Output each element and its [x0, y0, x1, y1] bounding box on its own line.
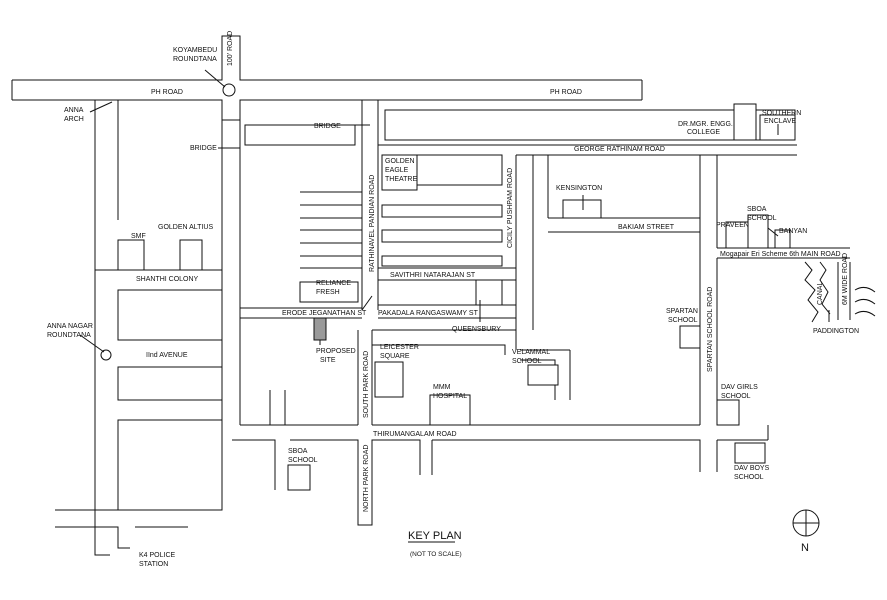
- canal-label: CANAL: [817, 282, 824, 305]
- golden-eagle-label-1: GOLDEN: [385, 158, 415, 165]
- koyambedu-label-1: KOYAMBEDU: [173, 47, 217, 54]
- smf-label: SMF: [131, 233, 146, 240]
- k4-police-label-2: STATION: [139, 561, 168, 568]
- rathinavel-road-label: RATHINAVEL PANDIAN ROAD: [369, 175, 376, 272]
- spartan-school-label-2: SCHOOL: [668, 317, 698, 324]
- sboa-top-label-1: SBOA: [747, 206, 767, 213]
- koyambedu-roundabout: [222, 83, 236, 97]
- canal: [804, 261, 876, 323]
- savithri-st-label: SAVITHRI NATARAJAN ST: [390, 272, 476, 279]
- dav-boys-label-2: SCHOOL: [734, 474, 764, 481]
- page-subtitle: (NOT TO SCALE): [410, 551, 462, 558]
- thirumangalam-label: THIRUMANGALAM ROAD: [373, 431, 457, 438]
- bridge-mid-label: BRIDGE: [314, 123, 341, 130]
- shanthi-colony-label: SHANTHI COLONY: [136, 276, 199, 283]
- pakadala-st-label: PAKADALA RANGASWAMY ST: [378, 310, 479, 317]
- k4-police-label-1: K4 POLICE: [139, 552, 176, 559]
- mmm-hospital-label-1: MMM: [433, 384, 451, 391]
- golden-eagle-label-3: THEATRE: [385, 176, 417, 183]
- bakiam-street-label: BAKIAM STREET: [618, 224, 675, 231]
- anna-arch-label-2: ARCH: [64, 116, 84, 123]
- dr-mgr-label-1: DR.MGR. ENGG.: [678, 121, 733, 128]
- road-100ft-label: 100' ROAD: [227, 31, 234, 66]
- page-title: KEY PLAN: [408, 530, 462, 542]
- spartan-school-label-1: SPARTAN: [666, 308, 698, 315]
- south-park-road-label: SOUTH PARK ROAD: [363, 351, 370, 418]
- north-park-road-label: NORTH PARK ROAD: [363, 445, 370, 512]
- erode-st-label: ERODE JEGANATHAN ST: [282, 310, 367, 317]
- wide-road-label: 6M WIDE ROAD: [842, 253, 849, 305]
- anna-nagar-label-2: ROUNDTANA: [47, 332, 91, 339]
- iind-avenue-label: IInd AVENUE: [146, 352, 188, 359]
- dav-boys-label-1: DAV BOYS: [734, 465, 770, 472]
- queensbury-label: QUEENSBURY: [452, 326, 501, 333]
- reliance-label-2: FRESH: [316, 289, 340, 296]
- dav-girls-label-2: SCHOOL: [721, 393, 751, 400]
- velammal-label-2: SCHOOL: [512, 358, 542, 365]
- southern-enclave-label-1: SOUTHERN: [762, 110, 801, 117]
- golden-eagle-label-2: EAGLE: [385, 167, 409, 174]
- anna-nagar-label-1: ANNA NAGAR: [47, 323, 93, 330]
- anna-nagar-roundabout: [100, 349, 112, 361]
- mmm-hospital-label-2: HOSPITAL: [433, 393, 467, 400]
- anna-arch-label-1: ANNA: [64, 107, 84, 114]
- proposed-site-label-2: SITE: [320, 357, 336, 364]
- north-arrow: [792, 509, 820, 537]
- kensington-label: KENSINGTON: [556, 185, 602, 192]
- reliance-label-1: RELIANCE: [316, 280, 351, 287]
- banyan-label: BANYAN: [779, 228, 807, 235]
- golden-altius-label: GOLDEN ALTIUS: [158, 224, 213, 231]
- north-label: N: [801, 542, 809, 554]
- bridge-left-label: BRIDGE: [190, 145, 217, 152]
- praveen-label: PRAVEEN: [716, 222, 749, 229]
- proposed-site-plot: [313, 317, 327, 341]
- ph-road-left-label: PH ROAD: [151, 89, 183, 96]
- building-blocks: [117, 103, 796, 511]
- sboa-bottom-label-1: SBOA: [288, 448, 308, 455]
- dr-mgr-label-2: COLLEGE: [687, 129, 720, 136]
- southern-enclave-label-2: ENCLAVE: [764, 118, 796, 125]
- sboa-bottom-label-2: SCHOOL: [288, 457, 318, 464]
- dav-girls-label-1: DAV GIRLS: [721, 384, 758, 391]
- map-labels: PH ROAD PH ROAD 100' ROAD KOYAMBEDU ROUN…: [47, 31, 859, 568]
- cicily-road-label: CICILY PUSHPAM ROAD: [507, 168, 514, 248]
- paddington-label: PADDINGTON: [813, 328, 859, 335]
- spartan-road-label: SPARTAN SCHOOL ROAD: [707, 287, 714, 372]
- ph-road-right-label: PH ROAD: [550, 89, 582, 96]
- leicester-label-2: SQUARE: [380, 353, 410, 360]
- mogapair-label: Mogapair Eri Scheme 6th MAIN ROAD: [720, 251, 841, 258]
- leicester-label-1: LEICESTER: [380, 344, 419, 351]
- sboa-top-label-2: SCHOOL: [747, 215, 777, 222]
- koyambedu-label-2: ROUNDTANA: [173, 56, 217, 63]
- velammal-label-1: VELAMMAL: [512, 349, 550, 356]
- proposed-site-label-1: PROPOSED: [316, 348, 356, 355]
- leader-lines: [79, 69, 830, 353]
- george-road-label: GEORGE RATHINAM ROAD: [574, 146, 665, 153]
